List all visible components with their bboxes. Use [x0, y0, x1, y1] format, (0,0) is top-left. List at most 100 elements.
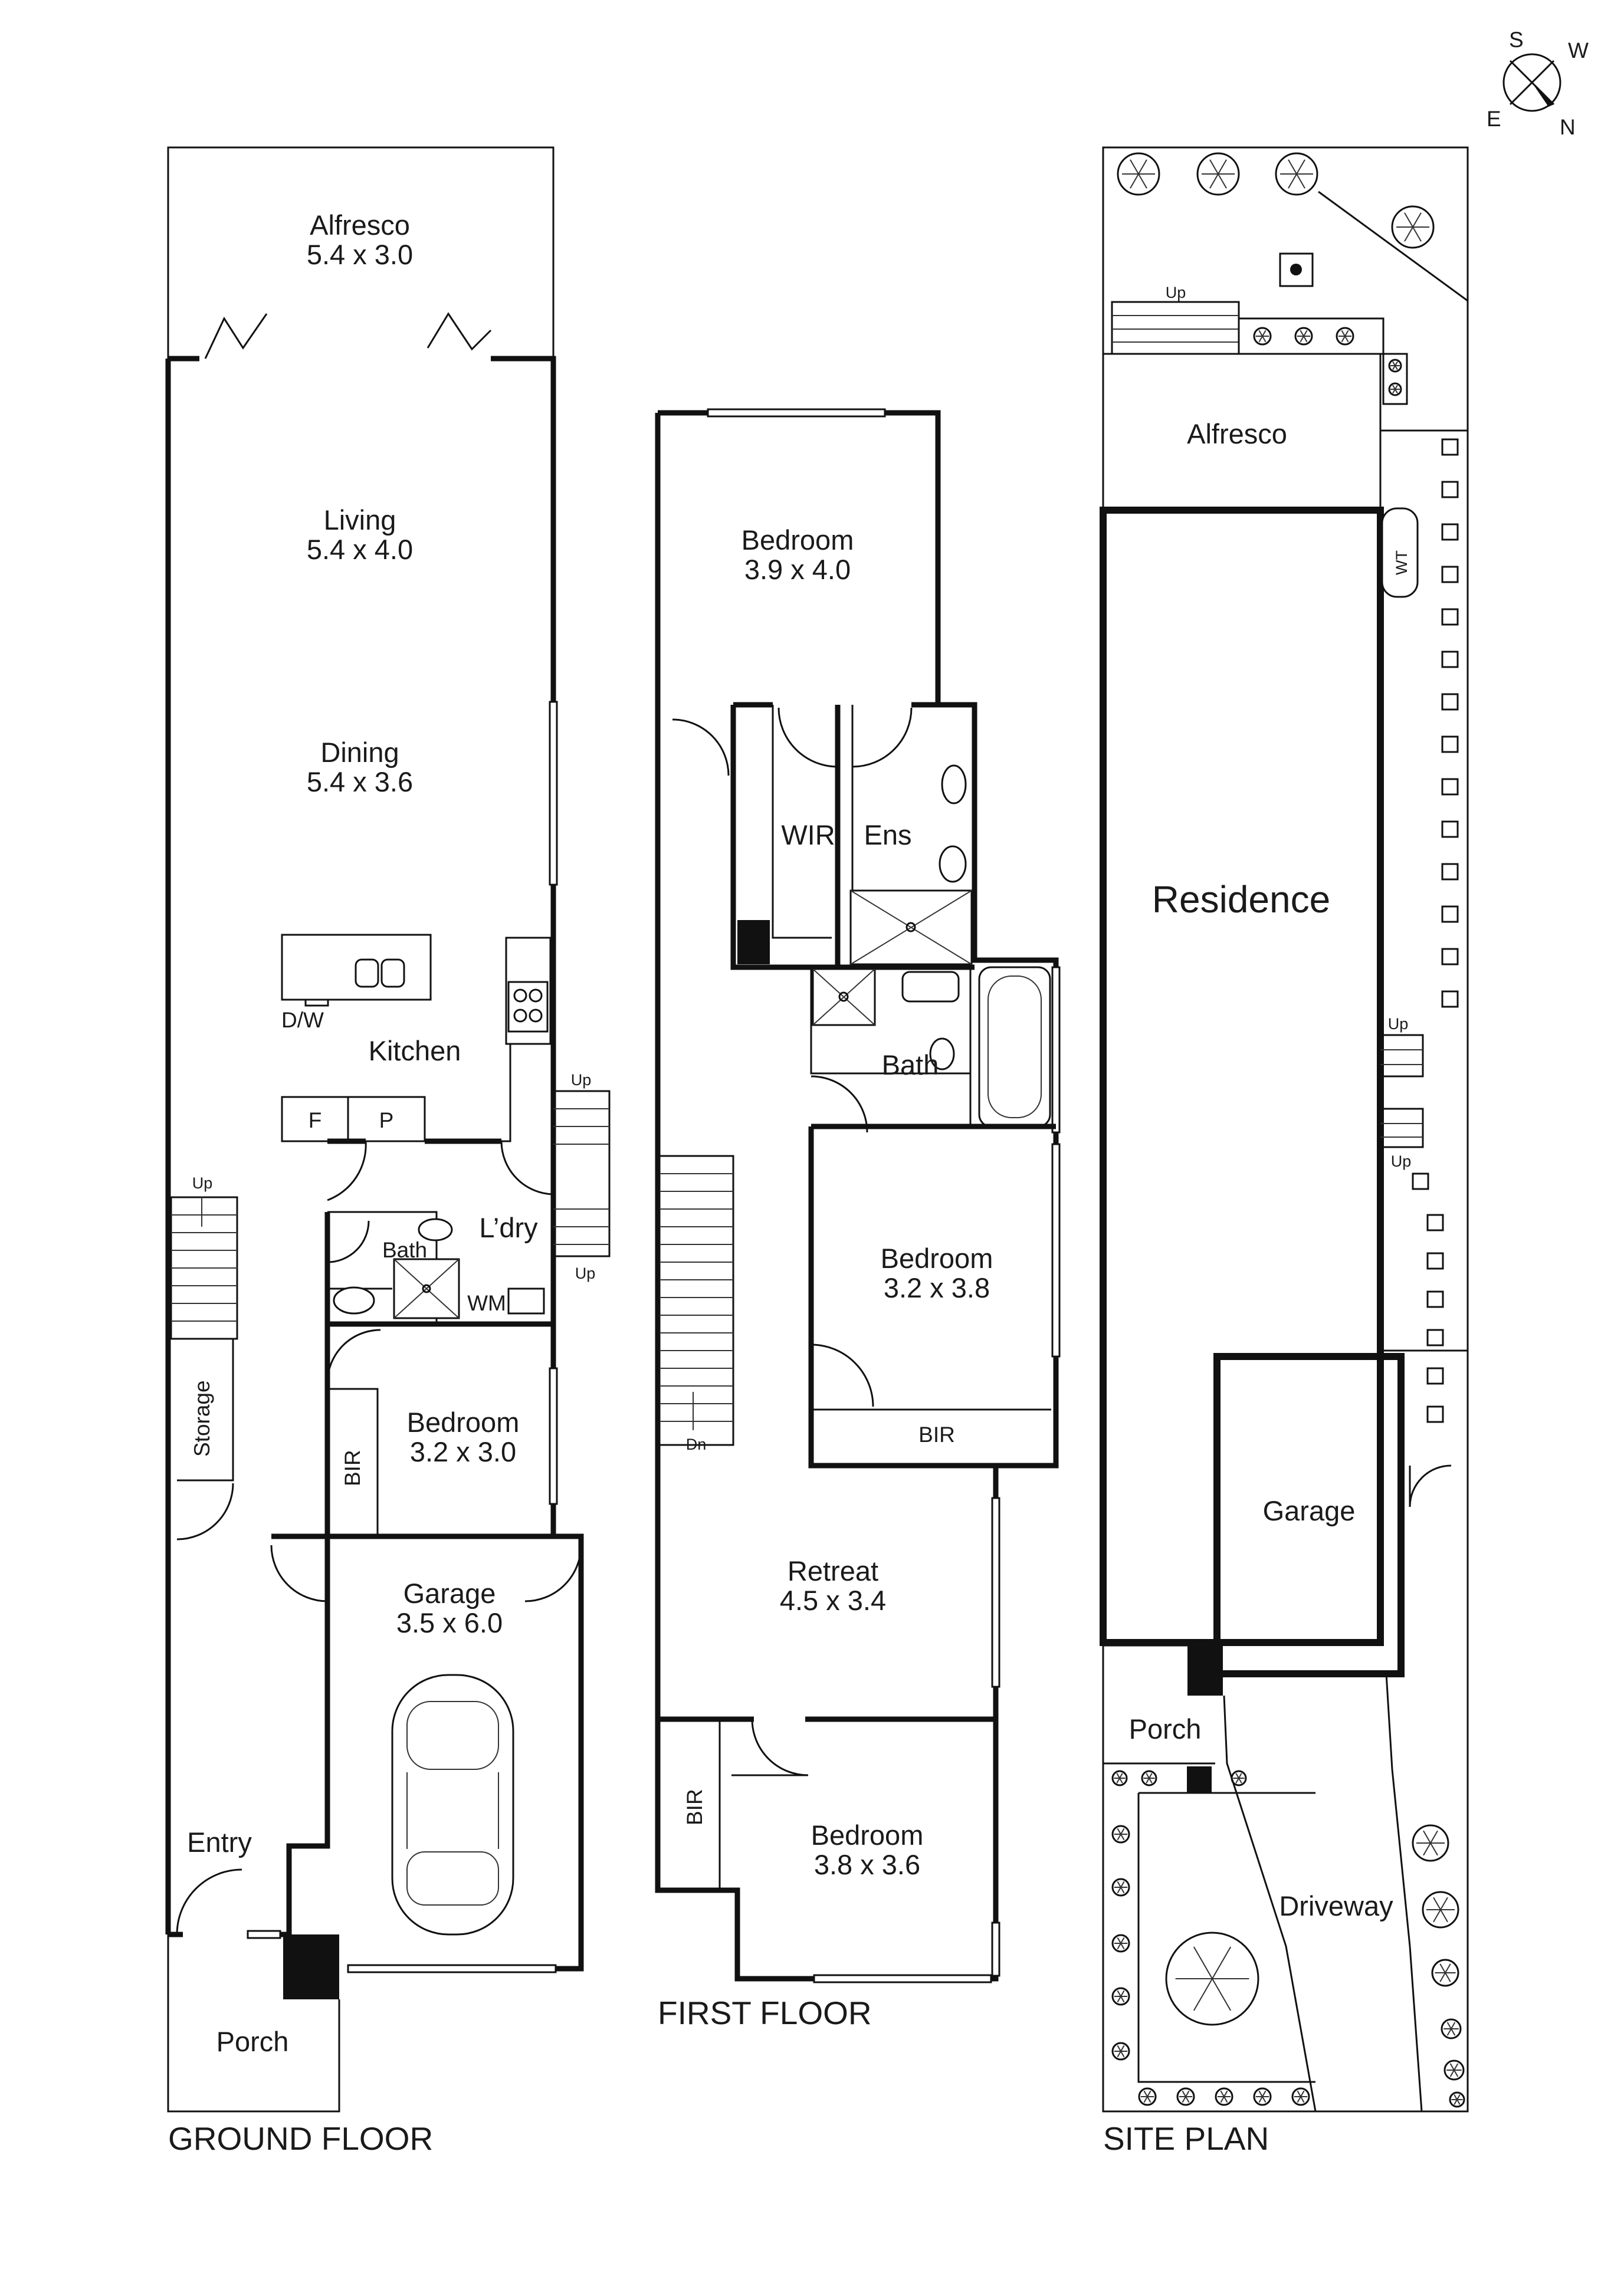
toilet-icon [939, 845, 967, 883]
entry-label: Entry [187, 1827, 252, 1858]
compass-ring [1502, 53, 1561, 112]
shrub-icon [1196, 152, 1240, 196]
stairs [552, 1090, 611, 1257]
door-swing-icon [176, 1483, 234, 1540]
master-bedroom-dims: 3.9 x 4.0 [744, 554, 851, 585]
shrub-icon [1336, 327, 1354, 346]
paver [1441, 735, 1459, 753]
window [813, 1974, 992, 1983]
stairs-up-label: Up [575, 1264, 596, 1282]
sink-icon [355, 958, 379, 988]
bedroom-2-dims: 3.2 x 3.8 [884, 1272, 990, 1303]
alfresco-dims: 5.4 x 3.0 [307, 239, 413, 270]
sink-icon [380, 958, 405, 988]
gate-swing-icon [1409, 1464, 1452, 1507]
water-tank [1381, 507, 1419, 598]
stairs-up-label: Up [571, 1071, 592, 1089]
site-meter-box [1187, 1640, 1223, 1696]
window [549, 701, 558, 886]
fridge [281, 1096, 349, 1142]
paver [1441, 693, 1459, 711]
car-icon [391, 1674, 514, 1936]
bedroom-2-label: Bedroom [881, 1243, 993, 1274]
driveway-edge [1223, 1695, 1317, 2112]
alfresco-label: Alfresco [310, 209, 410, 241]
porch-outline [167, 1934, 340, 2113]
shrub-icon [1275, 152, 1318, 196]
bedroom-3-dims: 3.8 x 3.6 [814, 1849, 920, 1880]
shrub-icon [1294, 327, 1313, 346]
shrub-icon [1111, 1934, 1130, 1953]
door-swing-icon [326, 1329, 381, 1384]
first-floor-plan: Bedroom 3.9 x 4.0 WIR Ens Bath Bedroom 3… [655, 408, 1061, 2031]
paver [1426, 1329, 1444, 1346]
robe-cabinet [737, 920, 770, 964]
site-porch-label: Porch [1129, 1713, 1202, 1745]
retreat-label: Retreat [788, 1555, 878, 1586]
paver [1441, 438, 1459, 456]
shrub-icon [1111, 1878, 1130, 1897]
site-stairs-up-label: Up [1166, 284, 1186, 301]
garage-dims: 3.5 x 6.0 [396, 1607, 503, 1638]
shrub-icon [1431, 1959, 1459, 1987]
door-swing-icon [500, 1141, 554, 1195]
paver [1426, 1367, 1444, 1385]
pantry [347, 1096, 426, 1142]
side-pavers [1412, 438, 1459, 1423]
site-stairs-up-label: Up [1391, 1152, 1412, 1170]
paver [1441, 820, 1459, 838]
door-swing-icon [811, 1075, 868, 1133]
ground-bedroom-label: Bedroom [407, 1407, 520, 1438]
water-tank-label: WT [1393, 550, 1410, 575]
cooktop-icon [507, 981, 549, 1033]
window [991, 1497, 1000, 1688]
paver [1441, 651, 1459, 668]
stairs [658, 1155, 734, 1446]
ground-robe-label: BIR [340, 1450, 365, 1486]
kitchen-label: Kitchen [369, 1035, 461, 1066]
residence-footprint [1100, 507, 1384, 1646]
site-garage-label: Garage [1263, 1495, 1356, 1526]
toilet-icon [333, 1286, 375, 1315]
wir-label: WIR [781, 819, 835, 850]
bedroom-2-robe-label: BIR [918, 1423, 955, 1447]
paver [1426, 1405, 1444, 1423]
stairs [170, 1196, 238, 1340]
shrub-icon [1388, 359, 1402, 373]
driveway-edge [1385, 1673, 1423, 2112]
living-dims: 5.4 x 4.0 [307, 534, 413, 565]
compass-north: N [1560, 115, 1576, 139]
window [347, 1964, 557, 1973]
bifold-door-icon [426, 312, 492, 351]
retreat-dims: 4.5 x 3.4 [780, 1585, 886, 1616]
garage-label: Garage [403, 1578, 496, 1609]
driveway-label: Driveway [1279, 1890, 1393, 1921]
paver [1441, 905, 1459, 923]
shrub-icon [1422, 1891, 1459, 1929]
site-plan-caption: SITE PLAN [1103, 2120, 1269, 2157]
paver [1441, 608, 1459, 626]
stairs-down-label: Dn [686, 1436, 707, 1453]
site-garage-footprint [1213, 1353, 1405, 1677]
paver [1441, 863, 1459, 881]
window [549, 1367, 558, 1505]
pantry-label: P [379, 1108, 394, 1132]
paver [1441, 523, 1459, 541]
compass: S W E N [1487, 28, 1589, 139]
dining-dims: 5.4 x 3.6 [307, 766, 413, 797]
ensuite-label: Ens [864, 819, 912, 850]
compass-east: E [1487, 107, 1501, 131]
stairs-up-label: Up [192, 1174, 213, 1192]
shrub-icon [1443, 2059, 1465, 2081]
dining-label: Dining [320, 737, 399, 768]
site-stairs-up-label: Up [1388, 1015, 1409, 1033]
shrub-icon [1231, 1770, 1247, 1786]
master-bedroom-label: Bedroom [742, 524, 854, 556]
residence-label: Residence [1152, 878, 1330, 921]
compass-needle-icon [1532, 83, 1554, 107]
site-alfresco-label: Alfresco [1187, 418, 1287, 449]
shrub-icon [1253, 327, 1272, 346]
door-swing-icon [524, 1545, 582, 1602]
landscaping [1111, 152, 1465, 2108]
